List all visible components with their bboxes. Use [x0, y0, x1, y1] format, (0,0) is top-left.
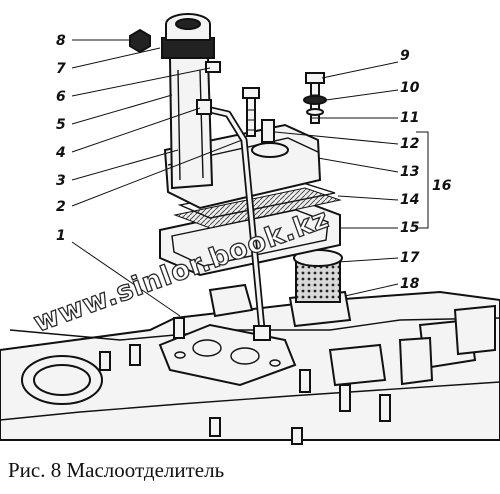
callout-numbers: 8 7 6 5 4 3 2 1 9 10 11 12 13 14 15 16 1…	[55, 33, 452, 292]
callout-11: 11	[400, 110, 419, 126]
callout-7: 7	[56, 61, 66, 77]
leader-lines	[71, 39, 429, 317]
callout-14: 14	[400, 192, 419, 208]
bolt-assembly-left	[242, 87, 260, 137]
callout-10: 10	[400, 80, 420, 96]
callout-13: 13	[400, 164, 419, 180]
drain-tube	[196, 99, 271, 341]
callout-3: 3	[56, 173, 66, 189]
filter-mesh	[288, 249, 352, 328]
callout-12: 12	[400, 136, 419, 152]
callout-9: 9	[400, 48, 410, 64]
callout-15: 15	[400, 220, 420, 236]
bolt-assembly-right	[303, 72, 327, 124]
callout-4: 4	[55, 145, 66, 161]
callout-5: 5	[56, 117, 66, 133]
callout-18: 18	[400, 276, 420, 292]
callout-1: 1	[56, 228, 66, 244]
callout-6: 6	[56, 89, 66, 105]
callout-16: 16	[432, 178, 452, 194]
callout-2: 2	[56, 199, 66, 215]
callout-17: 17	[400, 250, 420, 266]
figure-caption: Рис. 8 Маслоотделитель	[8, 458, 225, 482]
callout-8: 8	[56, 33, 66, 49]
